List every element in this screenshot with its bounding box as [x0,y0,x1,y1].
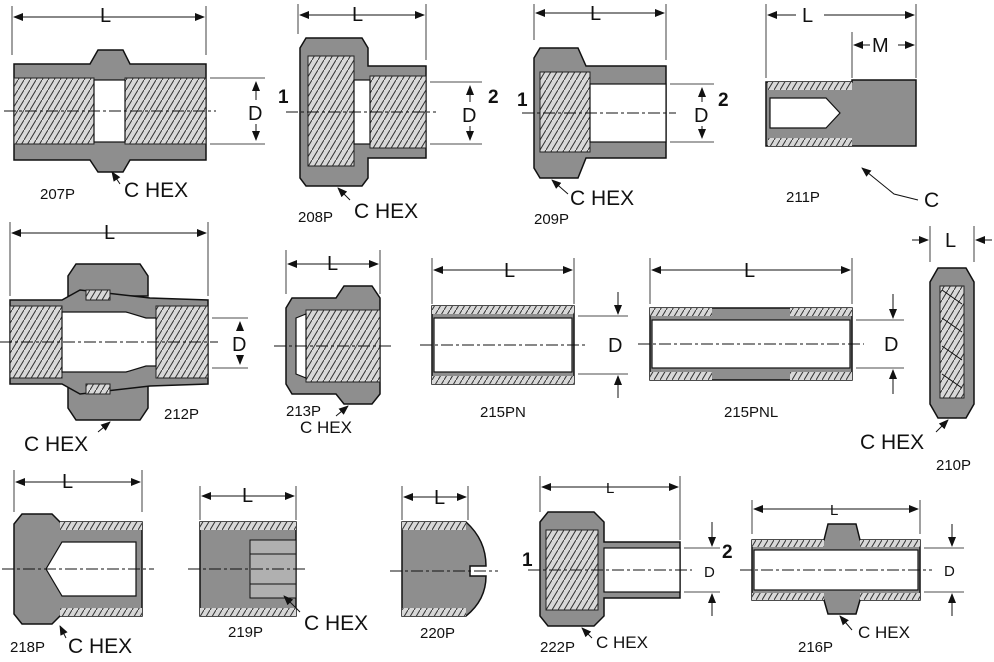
dim-L: L [242,485,253,507]
fitting-216p: L D 216P C HEX [740,500,964,656]
part-code: 220P [420,625,455,642]
dim-L: L [590,3,601,25]
dim-D: D [608,335,622,357]
dim-M: M [872,35,889,57]
dim-L: L [352,4,363,26]
port-1-label: 1 [517,90,528,111]
hex-label: C HEX [68,635,132,658]
part-code: 211P [786,189,820,206]
port-1-label: 1 [522,550,533,571]
dim-L: L [606,480,614,497]
dim-D: D [884,334,898,356]
fitting-220p: L 220P [390,486,498,642]
fitting-209p: L 1 2 D C HEX 209P [517,3,729,228]
dim-D: D [944,563,955,580]
fitting-215pn: L D 215PN [420,258,628,421]
hex-label: C HEX [596,633,648,652]
part-code: 216P [798,639,833,656]
fitting-219p: L 219P C HEX [188,485,368,641]
fitting-210p: L C HEX 210P [860,226,992,474]
fitting-218p: L 218P C HEX [2,470,154,658]
dim-D: D [232,334,246,356]
part-code: 215PN [480,404,526,421]
part-code: 210P [936,457,971,474]
fitting-213p: L 213P C HEX [274,250,392,437]
dim-L: L [504,260,515,282]
part-code: 209P [534,211,569,228]
dim-D: D [462,105,476,127]
part-code: 213P [286,403,321,420]
fitting-212p: L D 212P C HEX [0,222,250,456]
hex-label: C HEX [124,179,188,202]
part-code: 218P [10,639,45,656]
dim-L: L [802,5,813,27]
hex-label: C HEX [24,433,88,456]
dim-L: L [945,230,956,252]
fitting-211p: L M 211P C [765,4,939,212]
part-code: 215PNL [724,404,778,421]
dim-L: L [434,487,445,509]
port-2-label: 2 [488,87,499,108]
dim-L: L [830,502,838,519]
dim-D: D [694,105,708,127]
hex-label: C HEX [304,612,368,635]
fitting-215pnl: L D 215PNL [638,258,904,421]
dim-L: L [744,260,755,282]
hex-label: C HEX [300,418,352,437]
part-code: 208P [298,209,333,226]
dim-D: D [704,564,715,581]
hex-label: C HEX [570,187,634,210]
port-1-label: 1 [278,87,289,108]
part-code: 212P [164,406,199,423]
dim-L: L [100,5,111,27]
dim-L: L [62,471,73,493]
part-code: 222P [540,639,575,656]
part-code: 207P [40,186,75,203]
port-2-label: 2 [718,90,729,111]
port-2-label: 2 [722,542,733,563]
hex-label: C HEX [860,431,924,454]
fitting-222p: L 1 2 D 222P C HEX [522,476,733,656]
dim-D: D [248,103,262,125]
dim-L: L [104,222,115,244]
hex-label: C HEX [858,623,910,642]
part-code: 219P [228,624,263,641]
dim-L: L [327,253,338,275]
fitting-207p: L D 207P C HEX [4,5,266,203]
hex-label: C HEX [354,200,418,223]
callout-C: C [924,189,939,212]
fitting-208p: L 1 2 D 208P C HEX [278,4,499,226]
